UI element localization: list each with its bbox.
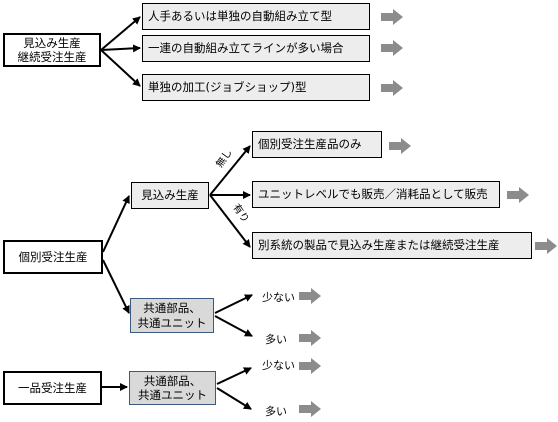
outcome-separate-line-label: 別系統の製品で見込み生産または継続受注生産 bbox=[258, 238, 500, 253]
connector-s2-many bbox=[214, 315, 253, 337]
s2-many-label: 多い bbox=[265, 333, 287, 346]
connector-s1-opt1 bbox=[100, 16, 141, 51]
root-ippin-label: 一品受注生産 bbox=[18, 380, 87, 395]
next-arrow-icon bbox=[299, 358, 321, 374]
outcome-kobetsu-only-box: 個別受注生産品のみ bbox=[252, 131, 382, 158]
next-arrow-icon bbox=[381, 80, 403, 96]
s3-common-parts-box: 共通部品、 共通ユニット bbox=[129, 371, 216, 405]
next-arrow-icon bbox=[507, 187, 529, 203]
root-mikomi-line1: 見込み生産 bbox=[23, 35, 81, 50]
connector-mikomi-out3 bbox=[209, 194, 251, 248]
root-mikomi-line2: 継続受注生産 bbox=[17, 50, 87, 64]
root-kobetsu-label: 個別受注生産 bbox=[18, 249, 88, 264]
connector-s3-few bbox=[216, 367, 252, 385]
connector-s3-many bbox=[216, 387, 252, 410]
root-mikomi-keizoku-box: 見込み生産 継続受注生産 bbox=[3, 33, 101, 67]
connector-s1-opt3 bbox=[100, 49, 141, 87]
option-job-shop-label: 単独の加工(ジョブショップ)型 bbox=[148, 80, 307, 95]
root-ippin-box: 一品受注生産 bbox=[3, 371, 102, 405]
option-assembly-line-box: 一連の自動組み立てラインが多い場合 bbox=[142, 35, 370, 62]
connector-s2-mikomi bbox=[102, 195, 130, 253]
mikomi-box: 見込み生産 bbox=[131, 182, 209, 209]
outcome-kobetsu-only-label: 個別受注生産品のみ bbox=[258, 137, 362, 152]
s2-common-line2: 共通ユニット bbox=[137, 315, 207, 330]
option-job-shop-box: 単独の加工(ジョブショップ)型 bbox=[142, 74, 370, 101]
next-arrow-icon bbox=[535, 238, 557, 254]
next-arrow-icon bbox=[381, 40, 403, 56]
next-arrow-icon bbox=[381, 9, 403, 25]
s3-few-label: 少ない bbox=[262, 359, 295, 372]
outcome-unit-sales-box: ユニットレベルでも販売／消耗品として販売 bbox=[252, 181, 500, 208]
outcome-unit-sales-label: ユニットレベルでも販売／消耗品として販売 bbox=[258, 187, 488, 202]
connector-s2-few bbox=[214, 294, 253, 314]
connector-s1-opt2 bbox=[100, 44, 141, 53]
root-kobetsu-box: 個別受注生産 bbox=[3, 240, 103, 274]
s3-many-label: 多い bbox=[265, 405, 287, 418]
s2-common-parts-box: 共通部品、 共通ユニット bbox=[130, 298, 214, 333]
s3-common-line1: 共通部品、 bbox=[143, 373, 202, 388]
next-arrow-icon bbox=[299, 288, 321, 304]
option-assembly-line-label: 一連の自動組み立てラインが多い場合 bbox=[148, 41, 344, 56]
option-manual-assembly-label: 人手あるいは単独の自動組み立て型 bbox=[148, 9, 332, 24]
mikomi-label: 見込み生産 bbox=[141, 188, 199, 203]
s3-common-line2: 共通ユニット bbox=[138, 388, 207, 402]
connector-s2-common bbox=[102, 259, 130, 314]
next-arrow-icon bbox=[389, 138, 411, 154]
connector-mikomi-out1 bbox=[209, 145, 251, 196]
option-manual-assembly-box: 人手あるいは単独の自動組み立て型 bbox=[142, 3, 370, 30]
outcome-separate-line-box: 別系統の製品で見込み生産または継続受注生産 bbox=[252, 232, 532, 259]
next-arrow-icon bbox=[299, 401, 321, 417]
s2-few-label: 少ない bbox=[262, 291, 295, 304]
next-arrow-icon bbox=[299, 330, 321, 346]
s2-common-line1: 共通部品、 bbox=[143, 301, 201, 316]
